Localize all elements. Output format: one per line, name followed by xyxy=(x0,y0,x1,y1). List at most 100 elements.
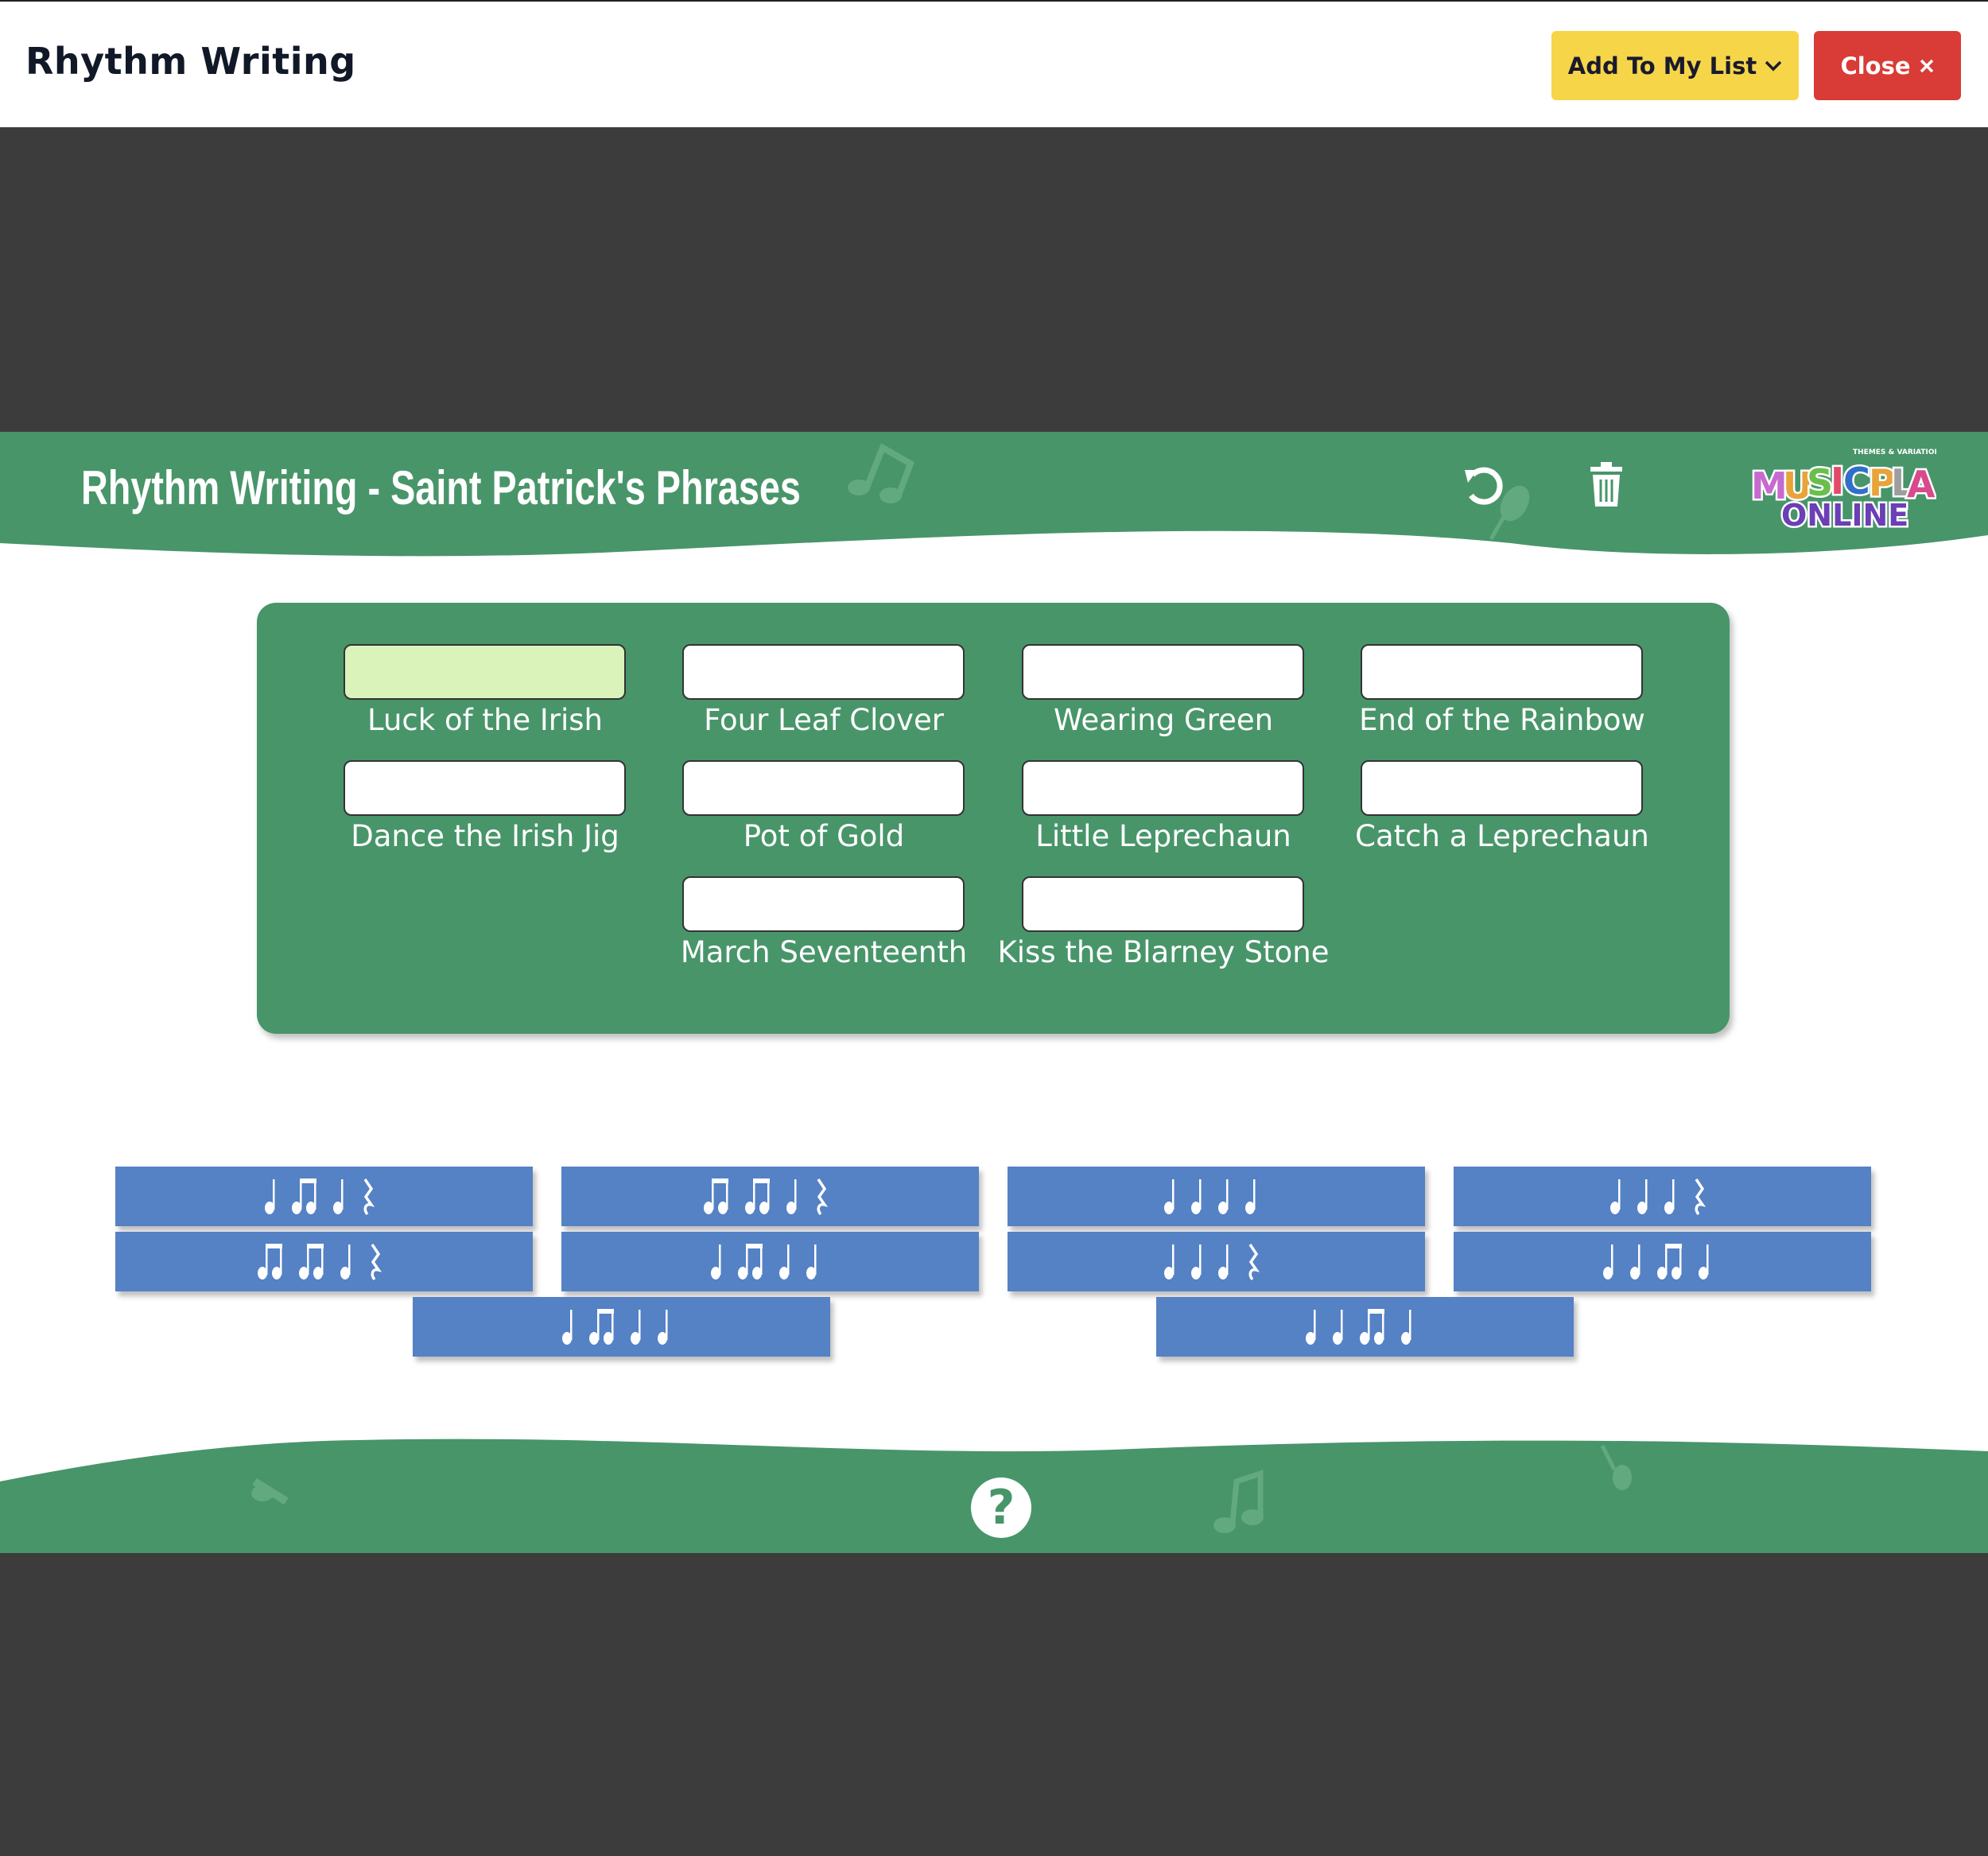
quarter-note-icon xyxy=(786,1178,796,1214)
quarter-note-icon xyxy=(264,1178,274,1214)
quarter-note-icon xyxy=(340,1244,350,1279)
quarter-note-icon xyxy=(1629,1244,1640,1279)
svg-text:L: L xyxy=(1891,461,1914,504)
add-to-my-list-button[interactable]: Add To My List xyxy=(1551,31,1799,100)
svg-text:A: A xyxy=(1907,463,1936,506)
eighth-note-pair-icon xyxy=(257,1243,282,1279)
quarter-note-icon xyxy=(1664,1178,1674,1214)
rhythm-notation xyxy=(1163,1243,1260,1280)
svg-text:ONLINE: ONLINE xyxy=(1781,498,1908,530)
quarter-note-icon xyxy=(332,1178,343,1214)
quarter-note-icon xyxy=(1400,1309,1411,1345)
header-band xyxy=(0,432,1988,557)
rhythm-card[interactable] xyxy=(115,1167,533,1226)
game-stage: Rhythm Writing - Saint Patrick's Phrases… xyxy=(0,432,1988,1553)
quarter-rest-icon xyxy=(1695,1178,1706,1215)
phrase-label: Four Leaf Clover xyxy=(704,703,944,737)
rhythm-notation xyxy=(561,1308,667,1345)
phrase-label: March Seventeenth xyxy=(680,935,968,969)
svg-text:I: I xyxy=(1831,460,1844,503)
eighth-note-pair-icon xyxy=(737,1243,763,1279)
eighth-note-pair-icon xyxy=(744,1178,770,1214)
phrase-drop-slot[interactable] xyxy=(344,644,626,700)
quarter-note-icon xyxy=(1244,1178,1255,1214)
eighth-note-pair-icon xyxy=(1359,1308,1384,1345)
phrase-label: Kiss the Blarney Stone xyxy=(997,935,1330,969)
rhythm-card[interactable] xyxy=(1454,1232,1871,1291)
help-button[interactable]: ? xyxy=(971,1477,1031,1538)
phrase-panel: Luck of the Irish Four Leaf Clover Wearing… xyxy=(257,603,1730,1034)
quarter-note-icon xyxy=(1602,1244,1613,1279)
phrase-label: Wearing Green xyxy=(1053,703,1274,737)
top-bar: Rhythm Writing Add To My List Close xyxy=(0,0,1988,127)
quarter-note-icon xyxy=(1163,1244,1174,1279)
phrase-label: Little Leprechaun xyxy=(1035,819,1291,853)
eighth-note-pair-icon xyxy=(1656,1243,1682,1279)
rhythm-notation xyxy=(1602,1243,1708,1279)
close-label: Close xyxy=(1840,52,1911,80)
phrase-label: Pot of Gold xyxy=(743,819,905,853)
phrase-label: Dance the Irish Jig xyxy=(351,819,619,853)
svg-text:THEMES & VARIATIONS: THEMES & VARIATIONS xyxy=(1853,448,1936,456)
add-to-my-list-label: Add To My List xyxy=(1567,52,1757,80)
eighth-note-pair-icon xyxy=(291,1178,316,1214)
rhythm-notation xyxy=(1163,1178,1255,1214)
quarter-note-icon xyxy=(1217,1178,1228,1214)
phrase-drop-slot[interactable] xyxy=(344,760,626,816)
rhythm-card[interactable] xyxy=(561,1232,979,1291)
svg-text:C: C xyxy=(1843,460,1870,503)
rhythm-card[interactable] xyxy=(1156,1297,1574,1357)
phrase-label: Catch a Leprechaun xyxy=(1355,819,1649,853)
svg-text:S: S xyxy=(1807,461,1833,504)
rhythm-card[interactable] xyxy=(561,1167,979,1226)
quarter-rest-icon xyxy=(817,1178,828,1215)
phrase-label: End of the Rainbow xyxy=(1359,703,1645,737)
rhythm-card[interactable] xyxy=(1008,1232,1425,1291)
quarter-note-icon xyxy=(1217,1244,1228,1279)
quarter-note-icon xyxy=(657,1309,667,1345)
quarter-note-icon xyxy=(1305,1309,1315,1345)
quarter-rest-icon xyxy=(1248,1243,1260,1280)
quarter-note-icon xyxy=(561,1309,572,1345)
close-icon xyxy=(1920,59,1933,72)
rhythm-notation xyxy=(1305,1308,1411,1345)
quarter-note-icon xyxy=(710,1244,720,1279)
quarter-rest-icon xyxy=(371,1243,382,1280)
rhythm-card[interactable] xyxy=(413,1297,830,1357)
quarter-note-icon xyxy=(779,1244,789,1279)
phrase-drop-slot[interactable] xyxy=(1022,644,1304,700)
quarter-note-icon xyxy=(806,1244,816,1279)
close-button[interactable]: Close xyxy=(1814,31,1961,100)
svg-text:P: P xyxy=(1869,461,1896,504)
eighth-note-pair-icon xyxy=(703,1178,728,1214)
quarter-note-icon xyxy=(1637,1178,1647,1214)
phrase-drop-slot[interactable] xyxy=(682,876,965,932)
quarter-rest-icon xyxy=(363,1178,375,1215)
rhythm-card[interactable] xyxy=(115,1232,533,1291)
quarter-note-icon xyxy=(1163,1178,1174,1214)
eighth-note-pair-icon xyxy=(588,1308,614,1345)
app-title: Rhythm Writing xyxy=(25,40,356,83)
phrase-drop-slot[interactable] xyxy=(1022,876,1304,932)
svg-text:M: M xyxy=(1751,464,1788,507)
trash-icon[interactable] xyxy=(1589,460,1624,508)
phrase-drop-slot[interactable] xyxy=(682,760,965,816)
rhythm-card[interactable] xyxy=(1008,1167,1425,1226)
svg-text:U: U xyxy=(1783,464,1812,507)
quarter-note-icon xyxy=(1190,1178,1201,1214)
chevron-down-icon xyxy=(1765,60,1782,71)
quarter-note-icon xyxy=(630,1309,640,1345)
eighth-note-pair-icon xyxy=(298,1243,324,1279)
phrase-drop-slot[interactable] xyxy=(1361,644,1643,700)
quarter-note-icon xyxy=(1190,1244,1201,1279)
phrase-drop-slot[interactable] xyxy=(1361,760,1643,816)
quarter-note-icon xyxy=(1332,1309,1342,1345)
phrase-drop-slot[interactable] xyxy=(682,644,965,700)
rhythm-card[interactable] xyxy=(1454,1167,1871,1226)
undo-icon[interactable] xyxy=(1462,464,1508,510)
phrase-drop-slot[interactable] xyxy=(1022,760,1304,816)
quarter-note-icon xyxy=(1609,1178,1620,1214)
phrase-label: Luck of the Irish xyxy=(367,703,603,737)
rhythm-notation xyxy=(703,1178,828,1215)
musicplay-online-logo: THEMES & VARIATIONS MUS ICP LA ONLINE xyxy=(1749,448,1936,530)
